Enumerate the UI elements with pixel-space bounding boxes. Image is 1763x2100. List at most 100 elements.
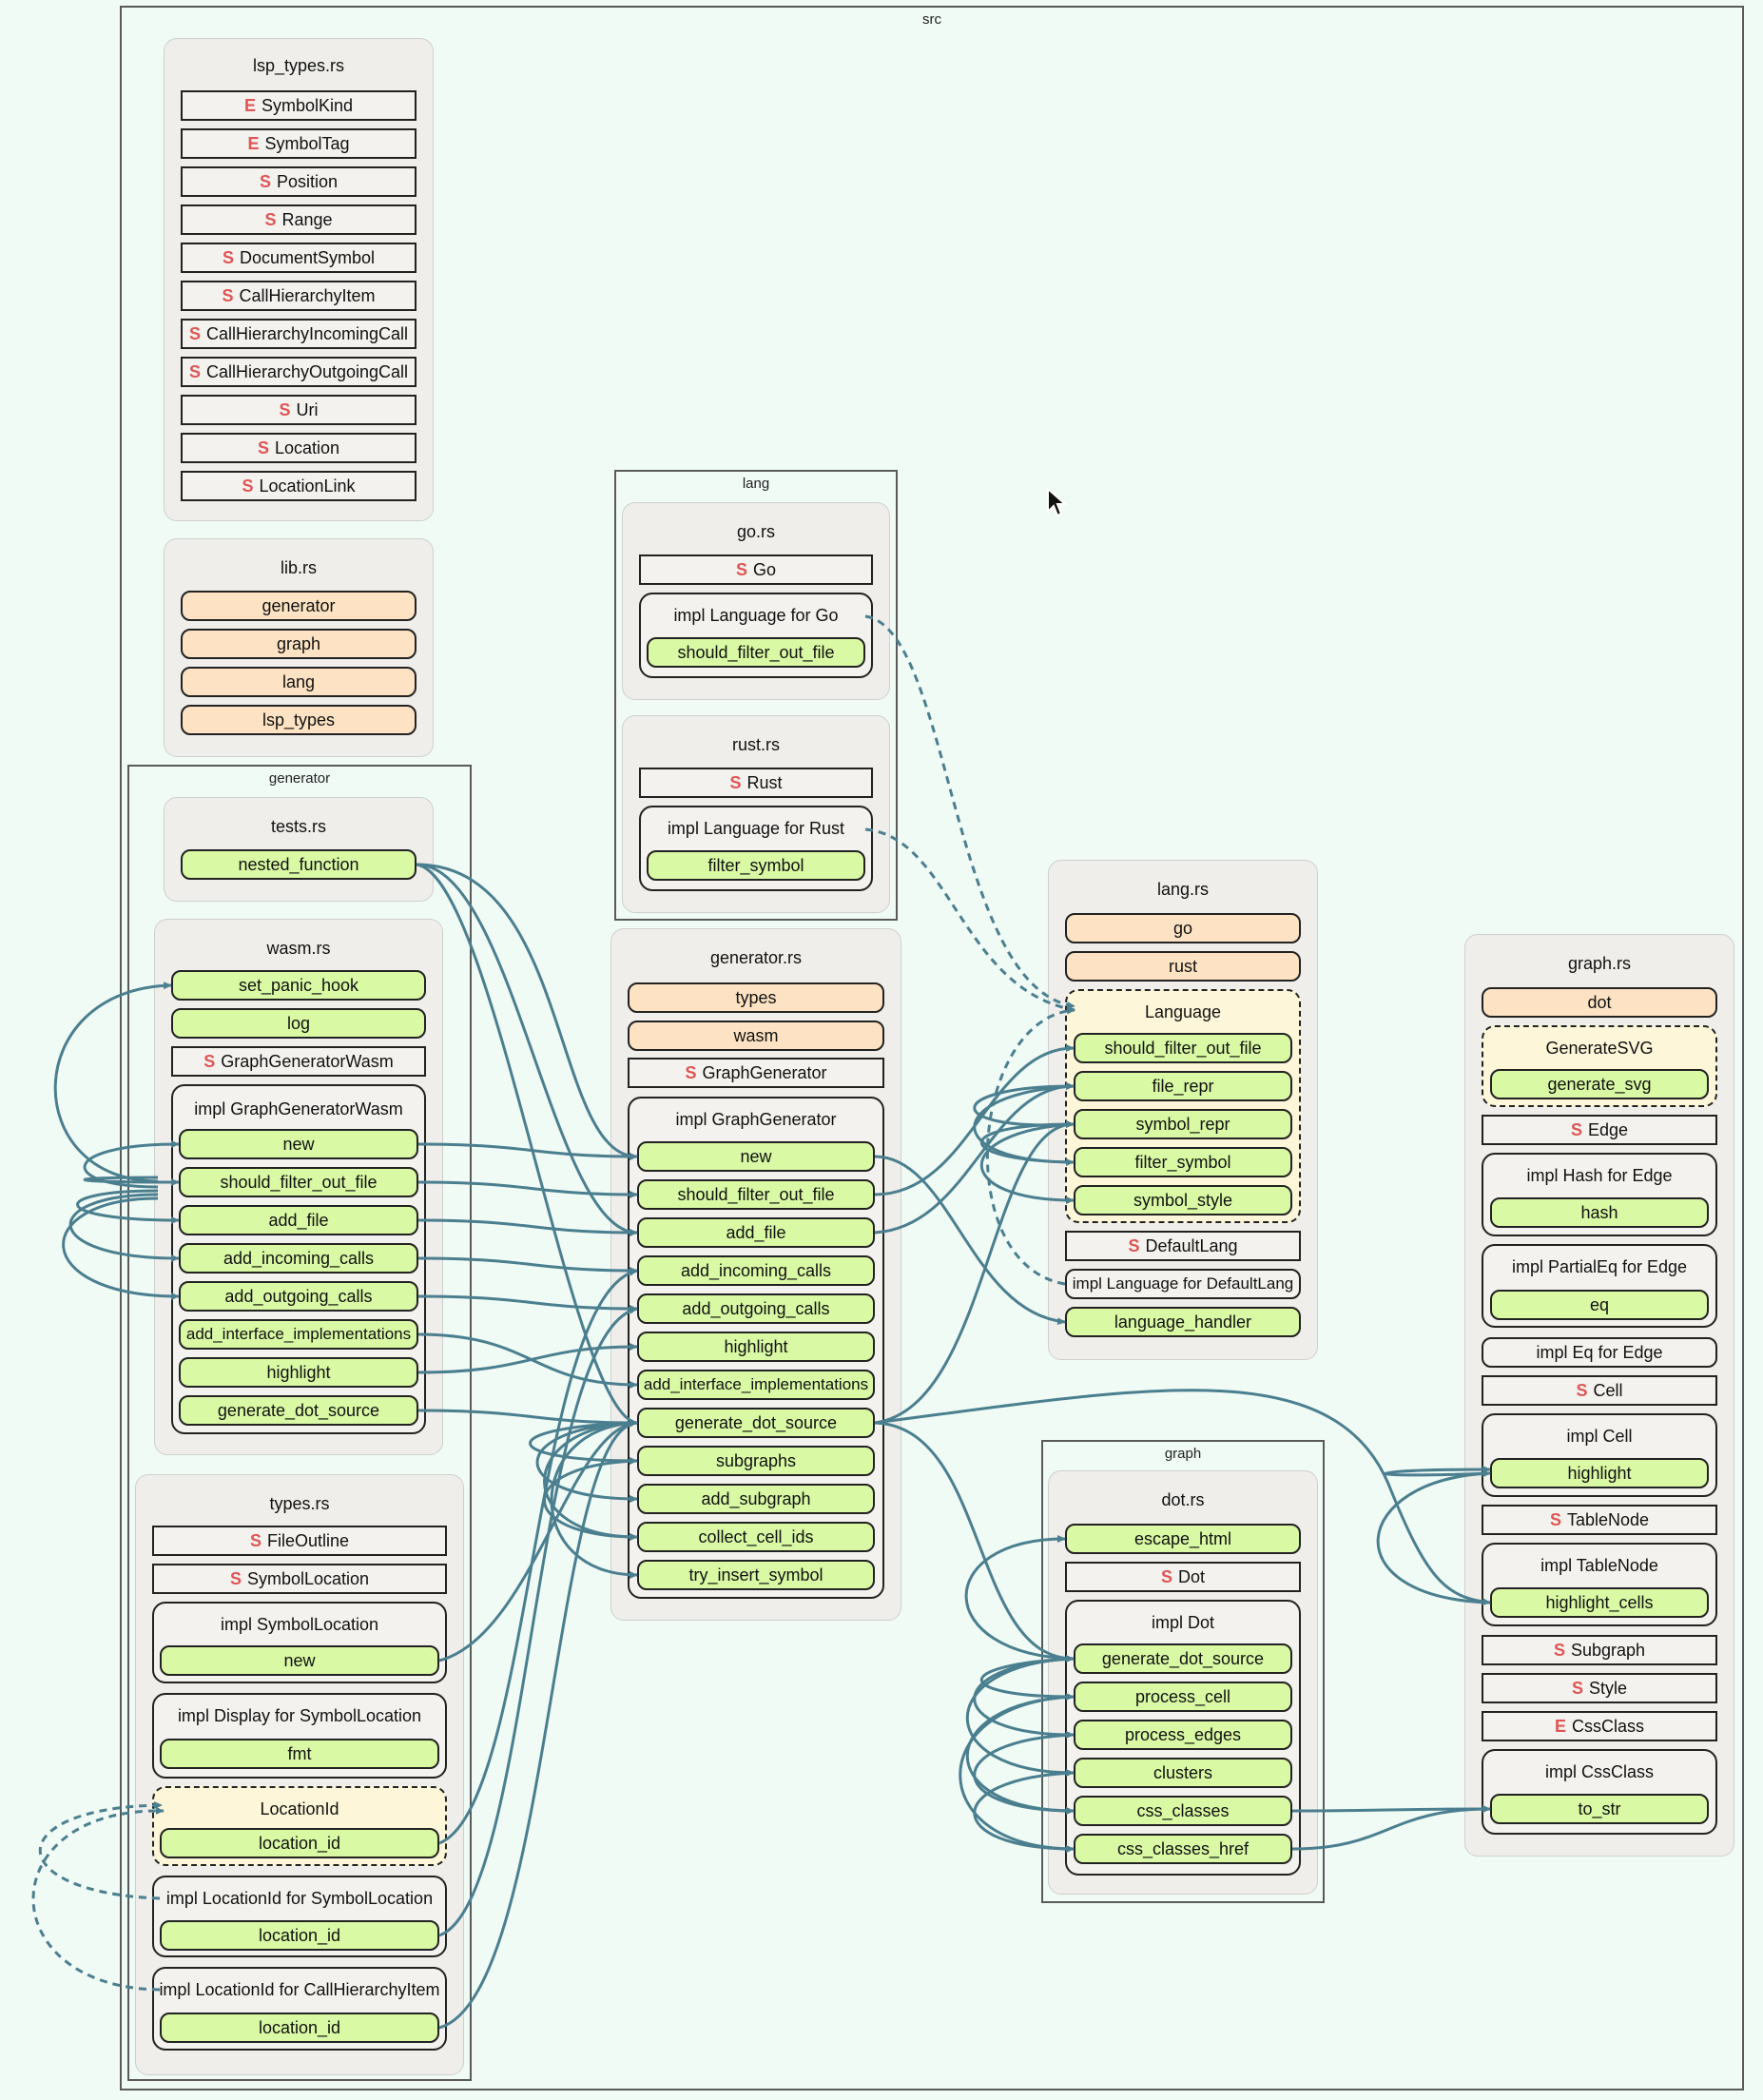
function-node[interactable]: clusters xyxy=(1074,1758,1292,1788)
function-node[interactable]: should_filter_out_file xyxy=(647,637,865,668)
function-node[interactable]: new xyxy=(160,1645,439,1676)
function-node[interactable]: add_interface_implementations xyxy=(637,1370,875,1400)
function-node[interactable]: generate_svg xyxy=(1490,1069,1709,1099)
function-node[interactable]: add_subgraph xyxy=(637,1484,875,1514)
function-node[interactable]: hash xyxy=(1490,1197,1709,1228)
function-node[interactable]: eq xyxy=(1490,1290,1709,1320)
function-node[interactable]: to_str xyxy=(1490,1794,1709,1824)
frame-lang-label: lang xyxy=(742,476,770,492)
function-node[interactable]: process_cell xyxy=(1074,1682,1292,1712)
function-node[interactable]: add_file xyxy=(637,1217,875,1248)
function-node[interactable]: process_edges xyxy=(1074,1720,1292,1750)
function-node[interactable]: add_incoming_calls xyxy=(179,1243,418,1274)
module-node[interactable]: lang xyxy=(181,667,417,697)
function-node[interactable]: add_file xyxy=(179,1205,418,1235)
function-node[interactable]: escape_html xyxy=(1065,1524,1301,1554)
function-node[interactable]: should_filter_out_file xyxy=(637,1179,875,1210)
function-node[interactable]: highlight xyxy=(1490,1458,1709,1488)
function-node[interactable]: try_insert_symbol xyxy=(637,1560,875,1590)
impl-title: impl GraphGenerator xyxy=(675,1110,837,1129)
function-node[interactable]: new xyxy=(637,1141,875,1172)
function-node[interactable]: css_classes xyxy=(1074,1796,1292,1826)
module-node[interactable]: dot xyxy=(1482,987,1717,1018)
impl-node[interactable]: impl Eq for Edge xyxy=(1482,1337,1717,1368)
module-node[interactable]: graph xyxy=(181,629,417,659)
module-node[interactable]: rust xyxy=(1065,951,1301,982)
kind-badge: S xyxy=(1549,1509,1561,1529)
function-node[interactable]: add_incoming_calls xyxy=(637,1255,875,1286)
symbol-label: CssClass xyxy=(1572,1716,1645,1736)
module-node[interactable]: types xyxy=(628,982,884,1013)
function-node[interactable]: highlight xyxy=(179,1357,418,1388)
function-node[interactable]: location_id xyxy=(160,2012,439,2043)
function-node[interactable]: filter_symbol xyxy=(1074,1147,1292,1177)
function-node[interactable]: nested_function xyxy=(181,849,417,880)
function-node[interactable]: location_id xyxy=(160,1828,439,1858)
impl-node[interactable]: impl Language for DefaultLang xyxy=(1065,1269,1301,1299)
function-node[interactable]: set_panic_hook xyxy=(171,970,426,1001)
symbol-label: CallHierarchyItem xyxy=(239,285,376,305)
function-node[interactable]: filter_symbol xyxy=(647,850,865,881)
function-node[interactable]: subgraphs xyxy=(637,1446,875,1476)
impl-title: impl SymbolLocation xyxy=(220,1615,379,1634)
module-node[interactable]: lsp_types xyxy=(181,705,417,735)
module-node[interactable]: wasm xyxy=(628,1021,884,1051)
symbol-label: DefaultLang xyxy=(1145,1235,1238,1255)
function-node[interactable]: fmt xyxy=(160,1739,439,1769)
function-node[interactable]: css_classes_href xyxy=(1074,1834,1292,1864)
module-node[interactable]: go xyxy=(1065,913,1301,943)
impl-title: impl LocationId for CallHierarchyItem xyxy=(159,1980,440,1999)
module-node[interactable]: generator xyxy=(181,591,417,621)
function-node[interactable]: symbol_style xyxy=(1074,1185,1292,1215)
function-node[interactable]: add_outgoing_calls xyxy=(179,1281,418,1312)
function-node[interactable]: should_filter_out_file xyxy=(1074,1033,1292,1063)
function-node[interactable]: generate_dot_source xyxy=(179,1395,418,1426)
function-node[interactable]: should_filter_out_file xyxy=(179,1167,418,1197)
function-node[interactable]: location_id xyxy=(160,1920,439,1951)
symbol-label: FileOutline xyxy=(266,1530,350,1550)
frame-graph-label: graph xyxy=(1164,1446,1202,1462)
symbol-label: Range xyxy=(281,209,333,229)
symbol-label: Position xyxy=(276,171,339,191)
function-node[interactable]: file_repr xyxy=(1074,1071,1292,1101)
function-node[interactable]: generate_dot_source xyxy=(1074,1643,1292,1674)
function-node[interactable]: language_handler xyxy=(1065,1307,1301,1337)
function-node[interactable]: highlight xyxy=(637,1332,875,1362)
function-node[interactable]: log xyxy=(171,1008,426,1039)
function-node[interactable]: highlight_cells xyxy=(1490,1587,1709,1618)
kind-badge: S xyxy=(1571,1678,1583,1698)
function-node[interactable]: add_interface_implementations xyxy=(179,1319,418,1350)
function-node[interactable]: generate_dot_source xyxy=(637,1408,875,1438)
impl-title: impl GraphGeneratorWasm xyxy=(194,1099,403,1118)
function-node[interactable]: symbol_repr xyxy=(1074,1109,1292,1139)
function-node[interactable]: collect_cell_ids xyxy=(637,1522,875,1552)
file-title: rust.rs xyxy=(731,735,780,754)
function-node[interactable]: add_outgoing_calls xyxy=(637,1293,875,1324)
function-node[interactable]: new xyxy=(179,1129,418,1159)
